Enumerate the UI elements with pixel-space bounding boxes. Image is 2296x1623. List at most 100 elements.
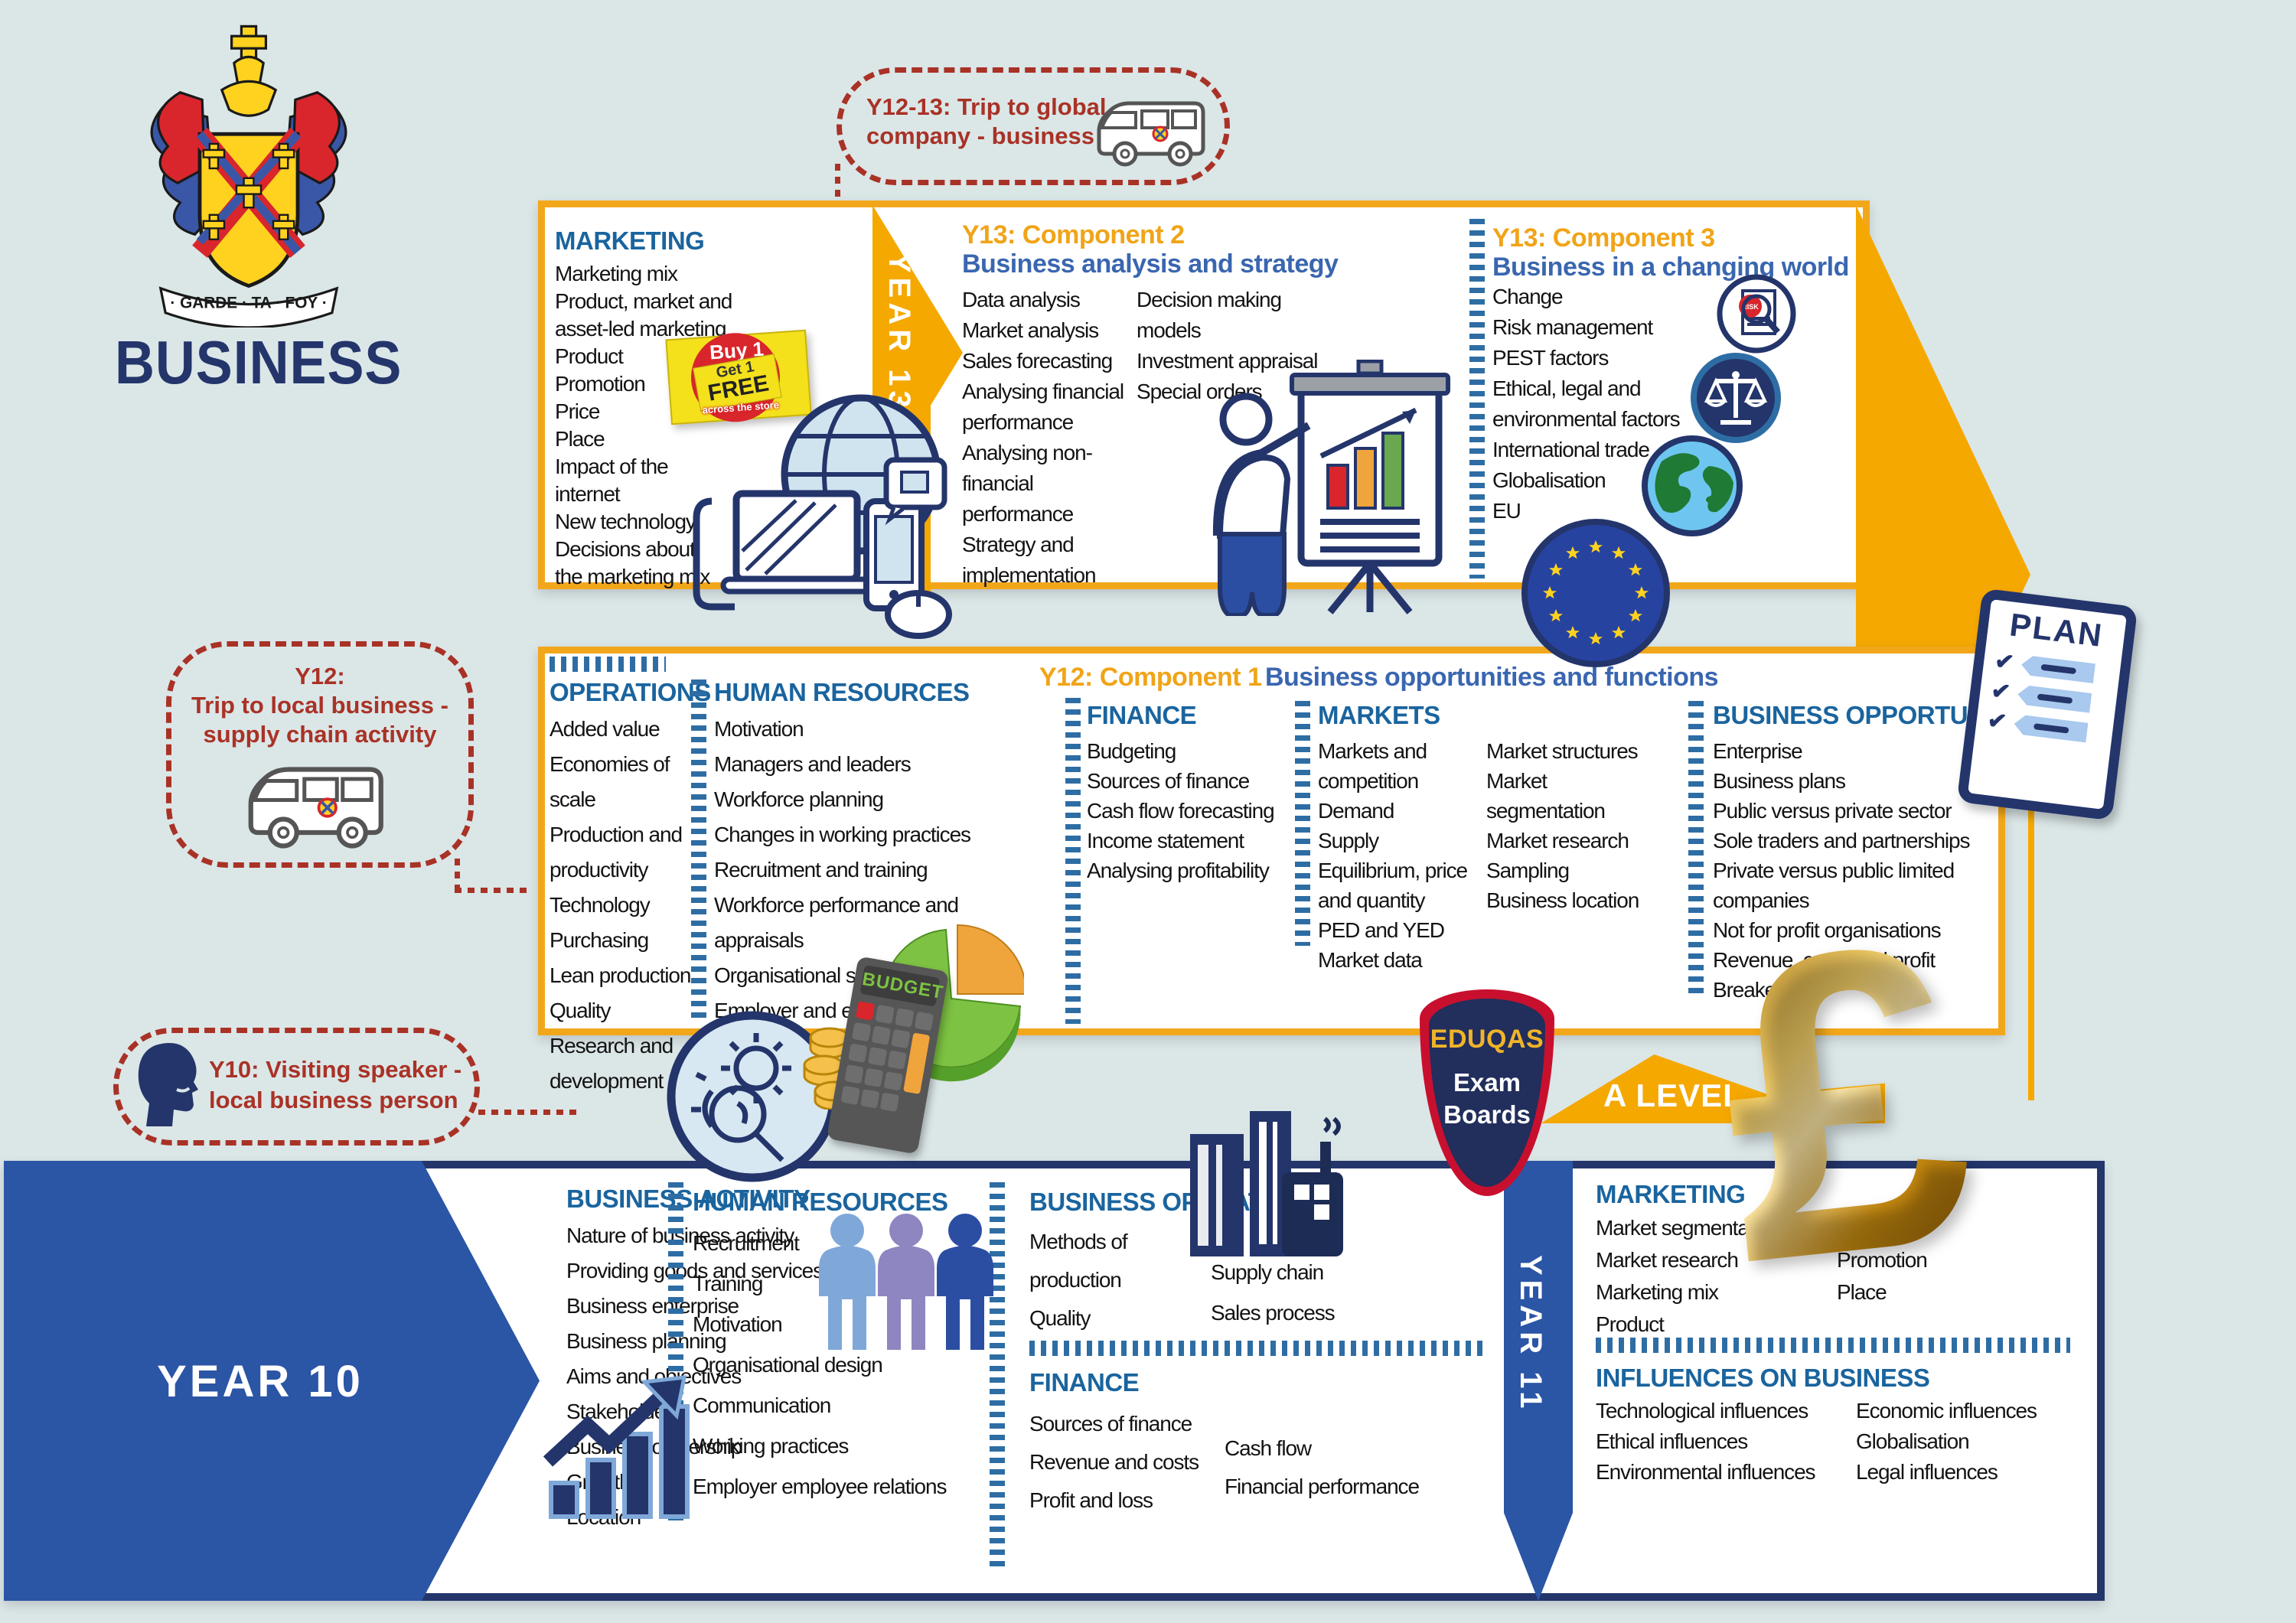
y12-kicker: Y12: Component 1	[1039, 663, 1262, 692]
task-bar-icon	[2020, 655, 2095, 684]
list-item: Business location	[1486, 888, 1639, 912]
list-item: Data analysis	[962, 288, 1081, 311]
list-item: Ethical influences	[1596, 1429, 1748, 1453]
list-item: Product	[555, 344, 624, 368]
list-item: Motivation	[714, 717, 804, 741]
list-item: Marketing mix	[555, 262, 678, 285]
list-item: Recruitment and training	[714, 858, 928, 882]
list-item: EU	[1492, 499, 1521, 523]
innovation-idea-icon	[667, 1011, 838, 1182]
list-item: Analysing profitability	[1087, 859, 1270, 882]
plan-item: ✔	[1993, 648, 2121, 686]
a-level-label: A LEVEL	[1603, 1077, 1743, 1113]
list-item: Market research	[1486, 829, 1629, 852]
y13-component3-title: Business in a changing world	[1492, 253, 1849, 282]
trip-badge-y10: Y10: Visiting speaker - local business p…	[113, 1028, 480, 1146]
task-bar-icon	[2013, 714, 2088, 743]
list-item: Enterprise	[1713, 739, 1803, 763]
check-icon: ✔	[1985, 707, 2008, 735]
school-crest-icon: · GARDE · TA · FOY ·	[150, 24, 347, 328]
plan-label: PLAN	[2007, 606, 2105, 654]
factory-buildings-icon	[1190, 1111, 1343, 1256]
subject-title: BUSINESS	[115, 328, 403, 396]
risk-analysis-icon: RISK	[1717, 274, 1796, 354]
y12-title: Business opportunities and functions	[1264, 663, 1719, 692]
list-item: Cash flow	[1225, 1436, 1312, 1460]
list-item: Employer employee relations	[693, 1475, 947, 1498]
list-item: Market analysis	[962, 318, 1099, 342]
separator-marketing-operations	[550, 657, 666, 672]
year10-label: YEAR 10	[157, 1357, 364, 1406]
check-icon: ✔	[1993, 648, 2016, 676]
y11-finance-header: FINANCE	[1029, 1368, 1140, 1396]
list-item: Markets and competition	[1318, 739, 1427, 793]
list-item: Change	[1492, 285, 1564, 308]
list-item: International trade	[1492, 438, 1650, 461]
trip-badge-y1213-text: Y12-13: Trip to global company - busines…	[866, 93, 1179, 149]
list-item: Market data	[1318, 948, 1423, 972]
pound-symbol: £	[1701, 851, 1989, 1353]
list-item: Training	[693, 1272, 763, 1295]
list-item: Motivation	[693, 1312, 783, 1336]
year11-label: YEAR 11	[1514, 1255, 1548, 1413]
y12-title-row: Y12: Component 1 Business opportunities …	[1039, 663, 1719, 693]
list-item: Supply	[1318, 829, 1379, 852]
list-item: Globalisation	[1856, 1429, 1970, 1453]
list-item: Economies of scale	[550, 752, 670, 811]
list-item: Cash flow forecasting	[1087, 799, 1275, 823]
list-item: Decisions about the marketing mix	[555, 537, 710, 588]
check-icon: ✔	[1989, 678, 2012, 706]
list-item: Market segmentation	[1596, 1216, 1781, 1240]
list-item: Risk management	[1492, 315, 1653, 339]
list-item: Nature of business activity	[566, 1224, 794, 1247]
separator-markets-bo	[1688, 701, 1704, 999]
minibus-icon	[248, 767, 383, 849]
y12-markets-header: MARKETS	[1318, 701, 1440, 729]
list-item: Production and productivity	[550, 823, 683, 882]
trip-badge-y1213: Y12-13: Trip to global company - busines…	[837, 67, 1230, 185]
presenter-flipchart-icon	[1212, 360, 1450, 616]
list-item: Sources of finance	[1029, 1412, 1192, 1436]
list-item: Market research	[1596, 1248, 1739, 1272]
list-item: Place	[555, 427, 605, 451]
connector-y1213	[835, 164, 840, 204]
list-item: Budgeting	[1087, 739, 1176, 763]
list-item: Investment appraisal	[1137, 349, 1318, 373]
crest-motto: · GARDE · TA · FOY ·	[170, 294, 327, 311]
year13-label: YEAR 13	[882, 253, 916, 412]
list-item: Sales process	[1211, 1301, 1336, 1325]
list-item: Equilibrium, price and quantity	[1318, 859, 1468, 912]
list-item: Profit and loss	[1029, 1488, 1153, 1512]
list-item: Analysing non-financial performance	[962, 441, 1093, 526]
growth-bar-chart-icon	[543, 1375, 690, 1519]
y12-finance-header: FINANCE	[1087, 701, 1197, 729]
connector-y10	[478, 1110, 582, 1115]
separator-hr-finance	[1065, 698, 1081, 1024]
speaker-head-icon	[138, 1043, 198, 1126]
y13-marketing-header: MARKETING	[555, 227, 705, 255]
list-item: Market segmentation	[1486, 769, 1606, 823]
list-item: Marketing mix	[1596, 1280, 1719, 1304]
list-item: Sampling	[1486, 859, 1570, 882]
eduqas-line2: Boards	[1443, 1100, 1531, 1129]
list-item: Communication	[693, 1393, 831, 1417]
list-item: Sole traders and partnerships	[1713, 829, 1971, 852]
list-item: Breakeven	[1713, 975, 1996, 1005]
list-item: Research and development	[550, 1034, 673, 1093]
list-item: Place	[1837, 1276, 1975, 1309]
list-item: Workforce planning	[714, 787, 884, 811]
separator-marketing-influences	[1596, 1338, 2070, 1353]
year11-ribbon	[1504, 1161, 1573, 1601]
connector-y12-h	[455, 888, 531, 893]
list-item: Revenue, costs and profit	[1713, 945, 1996, 975]
y10-ba-header: BUSINESS ACTIVITY	[566, 1185, 810, 1213]
